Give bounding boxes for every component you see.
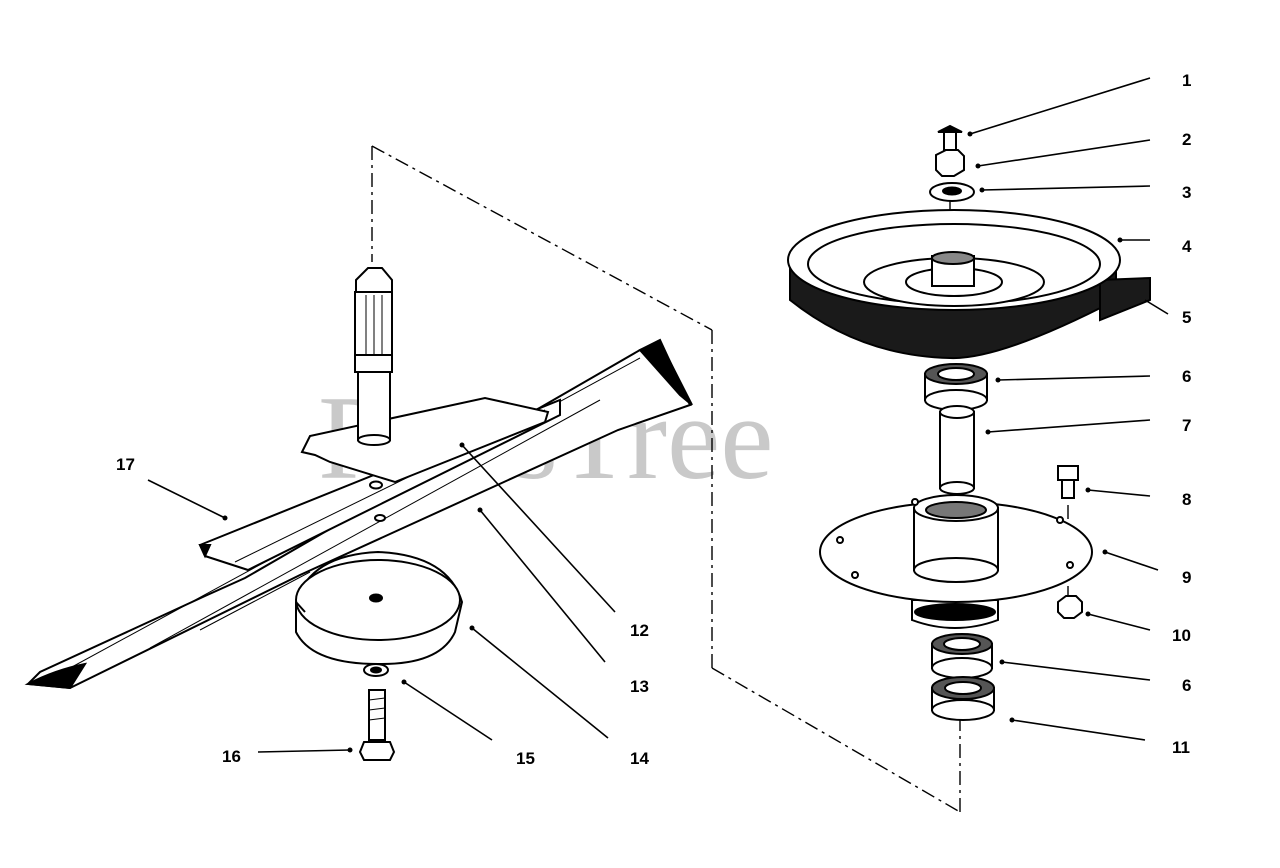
housing-nut <box>1057 595 1083 619</box>
callout-2: 2 <box>1182 130 1191 149</box>
leader-lines <box>147 77 1169 753</box>
top-bolt <box>937 124 963 151</box>
spindle-housing <box>819 494 1093 629</box>
blade-cup <box>295 550 464 666</box>
lock-washer <box>363 663 389 677</box>
callout-14: 14 <box>630 749 649 768</box>
callout-8: 8 <box>1182 490 1191 509</box>
callout-6-upper: 6 <box>1182 367 1191 386</box>
bottom-bearing <box>931 676 995 721</box>
lower-bearing <box>931 633 993 679</box>
callout-11: 11 <box>1172 738 1190 757</box>
pulley-and-belt <box>787 209 1151 360</box>
leader-dots <box>222 131 1123 753</box>
washer <box>929 182 975 202</box>
hex-nut <box>935 149 965 177</box>
callout-6-lower: 6 <box>1182 676 1191 695</box>
callout-5: 5 <box>1182 308 1191 327</box>
callout-16: 16 <box>222 747 241 766</box>
callout-9: 9 <box>1182 568 1191 587</box>
callout-7: 7 <box>1182 416 1191 435</box>
callout-12: 12 <box>630 621 649 640</box>
callout-10: 10 <box>1172 626 1191 645</box>
callout-4: 4 <box>1182 237 1192 256</box>
spindle-shaft <box>354 267 393 446</box>
blade-bolt <box>358 689 396 761</box>
upper-bearing <box>924 363 988 411</box>
callout-labels: 1 2 3 4 5 6 7 8 9 10 6 11 12 13 14 15 16… <box>116 71 1192 768</box>
callout-15: 15 <box>516 749 535 768</box>
spacer-tube <box>939 405 975 495</box>
housing-bolt <box>1057 465 1079 499</box>
callout-13: 13 <box>630 677 649 696</box>
callout-17: 17 <box>116 455 135 474</box>
callout-1: 1 <box>1182 71 1191 90</box>
callout-3: 3 <box>1182 183 1191 202</box>
